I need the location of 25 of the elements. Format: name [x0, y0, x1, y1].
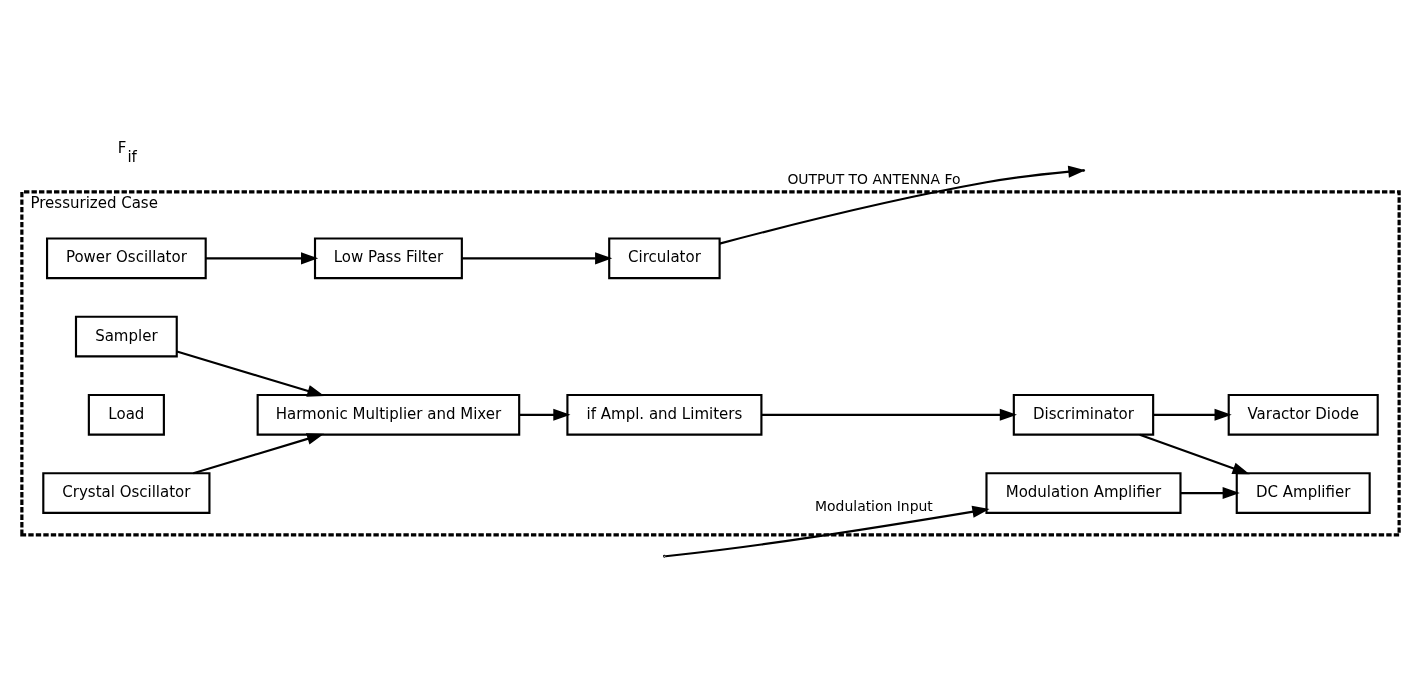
node-box: Crystal Oscillator — [42, 471, 211, 514]
arrow — [205, 251, 319, 264]
node-box: Harmonic Multiplier and Mixer — [256, 393, 521, 436]
arrow — [519, 408, 571, 421]
node-box: Discriminator — [1012, 393, 1155, 436]
arrow — [761, 408, 1017, 421]
node-box: Modulation Amplifier — [985, 471, 1182, 514]
node-box: Low Pass Filter — [313, 236, 463, 279]
node-box: Load — [87, 393, 165, 436]
node-box: DC Amplifier — [1235, 471, 1371, 514]
arrow — [462, 251, 613, 264]
node-box: Sampler — [74, 315, 178, 357]
arrow — [1139, 433, 1250, 474]
edge-label: Modulation Input — [815, 497, 933, 514]
arrow — [719, 165, 1086, 245]
arrow — [1153, 408, 1232, 421]
node-box: Circulator — [608, 236, 721, 279]
node-box: Power Oscillator — [46, 236, 207, 279]
node-box: if Ampl. and Limiters — [566, 393, 763, 436]
arrow — [665, 505, 990, 557]
edge-label: OUTPUT TO ANTENNA Fo — [787, 170, 961, 187]
arrow — [1180, 486, 1240, 499]
arrow — [176, 350, 325, 397]
node-box: Varactor Diode — [1227, 393, 1379, 436]
arrow — [193, 432, 325, 474]
